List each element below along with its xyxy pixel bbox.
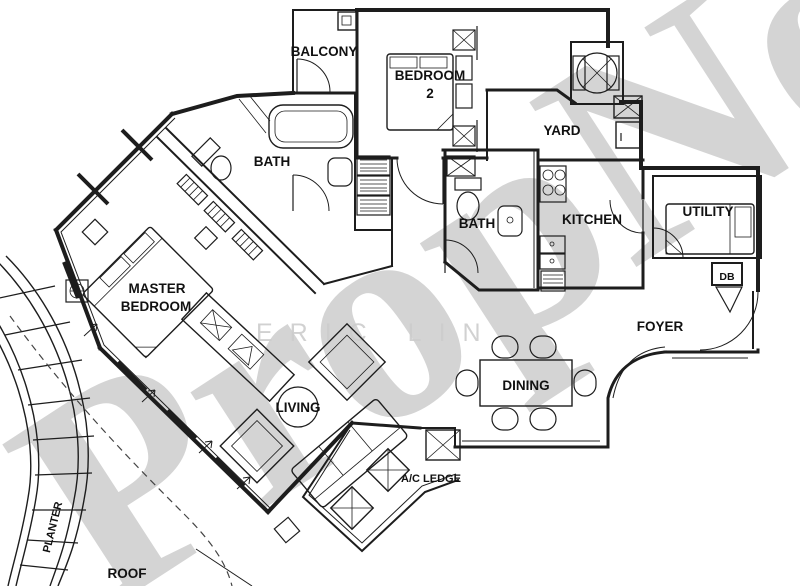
label-master-bedroom: MASTER	[129, 281, 186, 296]
nightstand	[193, 225, 219, 251]
lift-shaft	[570, 41, 643, 149]
utility-structure	[652, 175, 762, 259]
bedroom2-vent-boxes	[452, 29, 476, 147]
chair	[491, 407, 519, 431]
ac-unit	[365, 447, 411, 493]
tv-console	[180, 291, 296, 403]
shelf-unit	[356, 155, 391, 216]
label-roof: ROOF	[108, 566, 147, 581]
dining-table	[479, 359, 573, 407]
living-table	[277, 386, 319, 428]
toilet-tank	[454, 177, 482, 191]
agent-watermark: ERIC LIN	[256, 319, 498, 347]
ac-unit	[329, 485, 375, 531]
bathtub	[268, 104, 354, 149]
nightstand	[81, 218, 109, 246]
label-bedroom2-number: 2	[426, 86, 434, 101]
basin	[327, 157, 353, 187]
kitchen-structure	[533, 148, 645, 290]
label-yard: YARD	[543, 123, 580, 138]
label-utility: UTILITY	[683, 204, 734, 219]
master-bedroom-furniture	[65, 218, 219, 359]
kitchen-fixtures	[539, 165, 567, 292]
planter-rungs	[0, 285, 95, 571]
planter-structure	[0, 255, 95, 586]
db-and-entry	[672, 262, 759, 359]
common-bath-structure	[441, 148, 540, 292]
chair	[529, 407, 557, 431]
ac-ledge-structure	[301, 421, 461, 553]
bedroom2-bed	[386, 53, 473, 131]
side-table	[273, 516, 301, 544]
washer-box	[615, 121, 641, 149]
wardrobe-corridor	[155, 126, 394, 295]
label-master-bedroom2: BEDROOM	[121, 299, 192, 314]
label-kitchen: KITCHEN	[562, 212, 622, 227]
label-common-bath: BATH	[459, 216, 496, 231]
utility-bed	[665, 203, 755, 255]
label-foyer: FOYER	[637, 319, 684, 334]
label-bedroom2: BEDROOM	[395, 68, 466, 83]
label-dining: DINING	[502, 378, 549, 393]
roof-edge-dashed-line	[9, 315, 233, 586]
window-arrows	[83, 323, 251, 490]
dining-set	[455, 335, 600, 442]
roof-leader-line	[195, 548, 253, 586]
label-master-bath: BATH	[254, 154, 291, 169]
toilet	[210, 155, 232, 181]
basin	[497, 205, 523, 237]
chair	[573, 369, 597, 397]
chair	[491, 335, 519, 359]
kitchen-sink	[539, 235, 566, 254]
shower-corner	[238, 94, 271, 134]
living-furniture	[180, 291, 408, 544]
label-db: DB	[719, 271, 735, 283]
ac-unit	[425, 429, 461, 461]
chair	[455, 369, 479, 397]
chair	[529, 335, 557, 359]
label-living: LIVING	[275, 400, 320, 415]
label-balcony: BALCONY	[291, 44, 358, 59]
master-bath-structure	[191, 91, 393, 267]
armchair	[307, 322, 387, 402]
armchair	[219, 408, 295, 484]
master-bed	[82, 226, 214, 358]
column-symbol	[65, 279, 89, 303]
toilet	[456, 191, 480, 221]
label-ac-ledge: A/C LEDGE	[401, 473, 461, 485]
